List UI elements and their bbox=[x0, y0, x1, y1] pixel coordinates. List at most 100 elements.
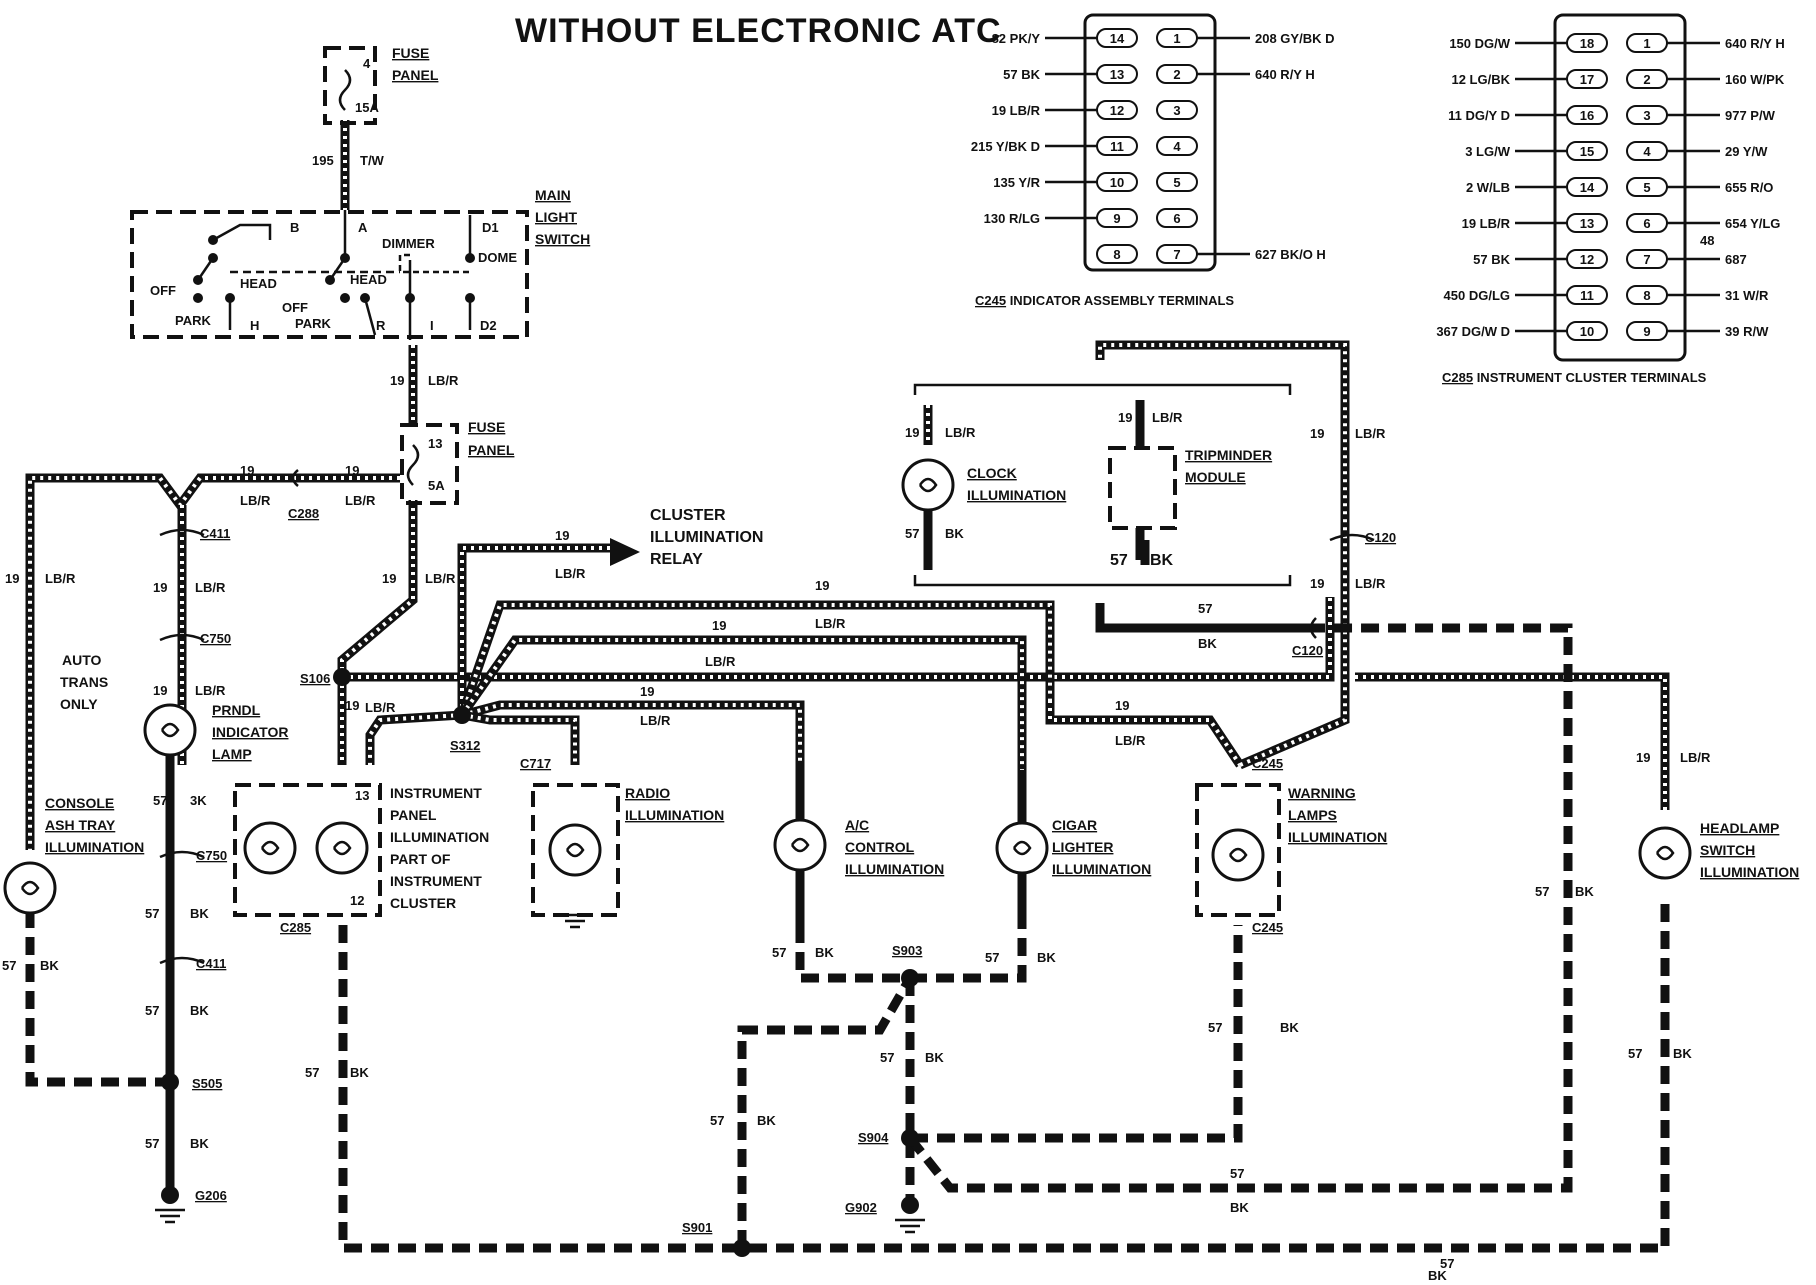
fuse-mid-number: 13 bbox=[428, 436, 442, 451]
fuse-mid-rating: 5A bbox=[428, 478, 445, 493]
c245-pin-number: 11 bbox=[1110, 139, 1124, 154]
connector-c750-bottom: C750 bbox=[196, 848, 227, 863]
console-ash-label-2: ASH TRAY bbox=[45, 817, 116, 833]
splice-s312-label: S312 bbox=[450, 738, 480, 753]
wire-57-label: 57 bbox=[880, 1050, 894, 1065]
wire-19-label: 19 bbox=[1636, 750, 1650, 765]
wire-57-label: 57 bbox=[710, 1113, 724, 1128]
c285-left-wire-label: 12 LG/BK bbox=[1451, 72, 1510, 87]
fuse-panel-mid-label-2: PANEL bbox=[468, 442, 515, 458]
wire-19-label: 19 bbox=[1118, 410, 1132, 425]
instrument-panel-label-4: PART OF bbox=[390, 851, 451, 867]
clock-lamp-icon bbox=[901, 458, 955, 512]
console-ash-label-3: ILLUMINATION bbox=[45, 839, 144, 855]
tripminder-label-1: TRIPMINDER bbox=[1185, 447, 1272, 463]
clock-label-1: CLOCK bbox=[967, 465, 1017, 481]
splice-s505-label: S505 bbox=[192, 1076, 222, 1091]
switch-park-mid: PARK bbox=[295, 316, 331, 331]
switch-off-left: OFF bbox=[150, 283, 176, 298]
c245-pin-box bbox=[1156, 136, 1198, 156]
c285-right-wire-label: 31 W/R bbox=[1725, 288, 1769, 303]
wire-lbr-label: LB/R bbox=[1355, 426, 1386, 441]
c285-pin-number: 7 bbox=[1643, 252, 1650, 267]
c285-right-wire-label: 655 R/O bbox=[1725, 180, 1773, 195]
cigar-label-1: CIGAR bbox=[1052, 817, 1097, 833]
fuse-15a-icon bbox=[338, 69, 352, 111]
main-light-switch-label-1: MAIN bbox=[535, 187, 571, 203]
c285-left-wire-label: 19 LB/R bbox=[1462, 216, 1511, 231]
wire-57-label: 57 bbox=[153, 793, 167, 808]
c245-pin-number: 14 bbox=[1110, 31, 1125, 46]
wire-195-color: T/W bbox=[360, 153, 385, 168]
c285-caption-rest: INSTRUMENT CLUSTER TERMINALS bbox=[1473, 370, 1707, 385]
warning-lamp-icon bbox=[1211, 828, 1265, 882]
cigar-label-2: LIGHTER bbox=[1052, 839, 1113, 855]
lamps bbox=[3, 458, 1692, 925]
c285-right-wire-label: 654 Y/LG bbox=[1725, 216, 1780, 231]
radio-lamp-icon bbox=[548, 823, 602, 877]
c285-pin-number: 15 bbox=[1580, 144, 1594, 159]
splice-s904 bbox=[901, 1129, 919, 1147]
wire-lbr-label: LB/R bbox=[45, 571, 76, 586]
c245-right-wire-label: 208 GY/BK D bbox=[1255, 31, 1334, 46]
splice-s903 bbox=[901, 969, 919, 987]
c245-left-wire-label: 19 LB/R bbox=[992, 103, 1041, 118]
relay-arrow-icon bbox=[610, 538, 640, 566]
main-light-switch-internals bbox=[193, 210, 475, 340]
splices: S106 S312 S505 S901 S903 S904 G206 G902 bbox=[155, 668, 925, 1257]
wire-3k-label: 3K bbox=[190, 793, 207, 808]
c285-left-wire-label: 150 DG/W bbox=[1449, 36, 1510, 51]
switch-dome: DOME bbox=[478, 250, 517, 265]
c245-right-wire-label: 640 R/Y H bbox=[1255, 67, 1315, 82]
wire-bk-label: BK bbox=[350, 1065, 369, 1080]
wire-bk-label: BK bbox=[1230, 1200, 1249, 1215]
wire-19-label: 19 bbox=[5, 571, 19, 586]
wire-bk-label: BK bbox=[40, 958, 59, 973]
c285-pin-number: 4 bbox=[1643, 144, 1651, 159]
wire-bk-label: BK bbox=[945, 526, 964, 541]
c285-pin-number: 5 bbox=[1643, 180, 1650, 195]
fuse-top-number: 4 bbox=[363, 56, 371, 71]
wire-bk-label: BK bbox=[1428, 1268, 1447, 1280]
component-labels: CONSOLE ASH TRAY ILLUMINATION PRNDL INDI… bbox=[45, 447, 1799, 911]
c285-right-wire-label: 640 R/Y H bbox=[1725, 36, 1785, 51]
connector-c245-bottom: C245 bbox=[1252, 920, 1283, 935]
wire-19-label: 19 bbox=[712, 618, 726, 633]
wire-57-label: 57 bbox=[1535, 884, 1549, 899]
console-ash-lamp-icon bbox=[3, 861, 57, 915]
wire-lbr-label: LB/R bbox=[345, 493, 376, 508]
wire-lbr-label: LB/R bbox=[425, 571, 456, 586]
c245-pin-number: 4 bbox=[1173, 139, 1181, 154]
c245-caption: C245 INDICATOR ASSEMBLY TERMINALS bbox=[975, 293, 1234, 308]
ground-g206-icon bbox=[155, 1208, 185, 1224]
cluster-relay-label-2: ILLUMINATION bbox=[650, 529, 763, 546]
connector-c750-top: C750 bbox=[200, 631, 231, 646]
connector-c285: C285 bbox=[280, 920, 311, 935]
switch-terminal-d1: D1 bbox=[482, 220, 499, 235]
c245-pin-number: 1 bbox=[1173, 31, 1180, 46]
fuse-panel-mid-box bbox=[400, 423, 459, 505]
wire-bk-label: BK bbox=[925, 1050, 944, 1065]
wire-19-label: 19 bbox=[153, 683, 167, 698]
radio-label-1: RADIO bbox=[625, 785, 670, 801]
switch-terminal-d2: D2 bbox=[480, 318, 497, 333]
wire-bk-label: BK bbox=[1198, 636, 1217, 651]
wire-bk-label: BK bbox=[190, 906, 209, 921]
c245-left-wire-label: 82 PK/Y bbox=[992, 31, 1041, 46]
splice-s312 bbox=[453, 706, 471, 724]
fuse-panel-top-label-2: PANEL bbox=[392, 67, 439, 83]
c285-pin-number: 9 bbox=[1643, 324, 1650, 339]
wire-19-label: 19 bbox=[815, 578, 829, 593]
prndl-label-1: PRNDL bbox=[212, 702, 261, 718]
wire-19-label: 19 bbox=[1115, 698, 1129, 713]
ground-wires bbox=[25, 505, 1670, 1253]
c285-left-wire-label: 450 DG/LG bbox=[1444, 288, 1510, 303]
wire-bk-label: BK bbox=[757, 1113, 776, 1128]
wire-lbr-label: LB/R bbox=[945, 425, 976, 440]
instrument-lamp-b-icon bbox=[315, 821, 369, 875]
fuse-panel-top-box bbox=[323, 46, 377, 125]
c245-pin-number: 13 bbox=[1110, 67, 1124, 82]
wire-lbr-label: LB/R bbox=[240, 493, 271, 508]
wire-19-label: 19 bbox=[345, 698, 359, 713]
